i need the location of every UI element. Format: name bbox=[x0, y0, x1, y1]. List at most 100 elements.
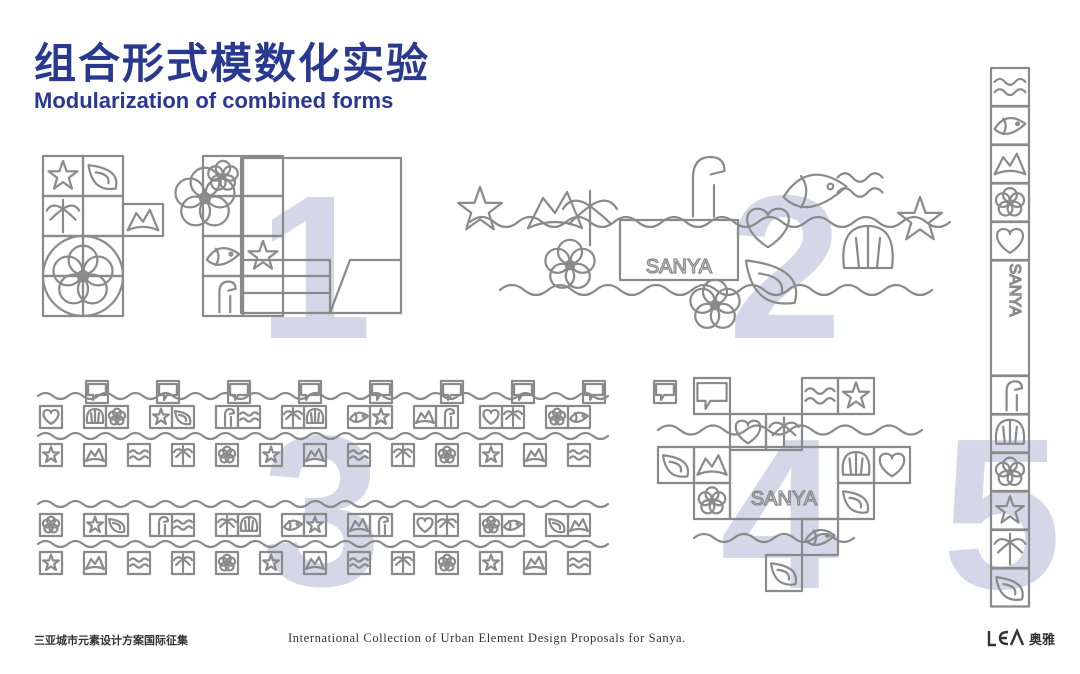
star-icon bbox=[843, 382, 869, 407]
palm-icon bbox=[504, 408, 522, 426]
module-cell bbox=[121, 202, 165, 238]
module-divider bbox=[239, 258, 332, 315]
papaya-icon bbox=[549, 519, 564, 532]
heart-icon bbox=[418, 518, 433, 532]
module-cell bbox=[522, 550, 548, 576]
pattern-wave bbox=[36, 499, 610, 509]
heart-icon bbox=[484, 410, 499, 424]
module-cell bbox=[82, 550, 108, 576]
module-cell bbox=[38, 442, 64, 468]
module-cell bbox=[346, 550, 372, 576]
module-cell bbox=[434, 512, 460, 538]
module-cell bbox=[434, 442, 460, 468]
module-cell bbox=[656, 445, 696, 485]
shell-icon bbox=[241, 517, 257, 531]
pattern-wave bbox=[36, 391, 610, 401]
page-title-en: Modularization of combined forms bbox=[34, 88, 394, 113]
module-cell bbox=[81, 194, 125, 238]
palm-icon bbox=[394, 554, 412, 572]
module-cell bbox=[566, 442, 592, 468]
module-cell bbox=[38, 550, 64, 576]
module-cell bbox=[439, 379, 465, 405]
module-cell bbox=[836, 376, 876, 416]
module-cell bbox=[566, 404, 592, 430]
module-cell bbox=[126, 442, 152, 468]
footer-title-cn: 三亚城市元素设计方案国际征集 bbox=[34, 634, 188, 647]
heart-icon bbox=[44, 410, 59, 424]
module-cell bbox=[872, 445, 912, 485]
flower-icon bbox=[483, 517, 499, 533]
module-cell bbox=[346, 442, 372, 468]
heart-icon bbox=[997, 229, 1023, 253]
bird-icon bbox=[219, 282, 235, 313]
mountain-icon bbox=[416, 411, 434, 423]
module-cell bbox=[236, 404, 262, 430]
flower-icon bbox=[545, 240, 594, 288]
module-cell bbox=[836, 481, 876, 521]
module-cell bbox=[297, 379, 323, 405]
module-cell bbox=[38, 404, 64, 430]
fish-icon bbox=[995, 118, 1026, 134]
mountain-icon bbox=[995, 154, 1026, 175]
footer-title-en: International Collection of Urban Elemen… bbox=[288, 631, 686, 645]
star-icon bbox=[49, 161, 78, 189]
shell-icon bbox=[843, 452, 870, 475]
module-cell bbox=[38, 512, 64, 538]
module-cell bbox=[214, 550, 240, 576]
module-cell bbox=[302, 404, 328, 430]
module-cell bbox=[566, 512, 592, 538]
pattern-wave bbox=[36, 539, 610, 549]
wave-icon bbox=[174, 520, 192, 529]
wave-line bbox=[498, 283, 934, 297]
bubble-icon bbox=[656, 384, 674, 400]
module-cell bbox=[126, 550, 152, 576]
module-cell bbox=[170, 550, 196, 576]
wave-icon bbox=[995, 79, 1026, 95]
module-cell bbox=[764, 553, 804, 593]
brand-logo: 奥雅 bbox=[986, 627, 1055, 649]
composition-number-3: 3 bbox=[262, 390, 382, 631]
papaya-icon bbox=[175, 411, 190, 424]
composition-number-5: 5 bbox=[942, 393, 1062, 634]
palm-icon bbox=[218, 516, 236, 534]
module-cell bbox=[258, 550, 284, 576]
star-icon bbox=[87, 517, 103, 532]
composition-number-1: 1 bbox=[258, 153, 372, 382]
flower-frame bbox=[41, 234, 125, 318]
star-icon bbox=[153, 409, 169, 424]
palm-icon bbox=[47, 200, 79, 232]
shell-icon bbox=[87, 409, 103, 423]
bird-icon bbox=[225, 409, 234, 426]
module-cell bbox=[104, 404, 130, 430]
module-cell bbox=[390, 442, 416, 468]
module-cell bbox=[302, 550, 328, 576]
module-cell bbox=[652, 379, 678, 405]
wave-icon bbox=[570, 558, 588, 567]
lea-logo-icon bbox=[987, 628, 1025, 647]
module-cell bbox=[478, 550, 504, 576]
sanya-label-5: SANYA bbox=[1006, 263, 1023, 316]
module-cell bbox=[226, 379, 252, 405]
module-cell bbox=[302, 442, 328, 468]
wave-icon bbox=[570, 450, 588, 459]
module-cell bbox=[434, 404, 460, 430]
star-icon bbox=[43, 555, 59, 570]
bird-icon bbox=[445, 409, 454, 426]
module-cell bbox=[764, 412, 804, 452]
flower-icon bbox=[439, 447, 455, 463]
mountain-icon bbox=[526, 557, 544, 569]
module-cell bbox=[581, 379, 607, 405]
papaya-icon bbox=[843, 491, 868, 512]
wave-icon bbox=[240, 412, 258, 421]
wave-line bbox=[468, 215, 952, 229]
flower-icon bbox=[549, 409, 565, 425]
mountain-icon bbox=[86, 449, 104, 461]
star-icon bbox=[483, 447, 499, 462]
module-cell bbox=[989, 220, 1031, 262]
module-cell bbox=[81, 274, 125, 318]
module-cell bbox=[522, 442, 548, 468]
fish-icon bbox=[570, 413, 588, 422]
module-cell bbox=[81, 154, 125, 198]
module-cell bbox=[236, 512, 262, 538]
